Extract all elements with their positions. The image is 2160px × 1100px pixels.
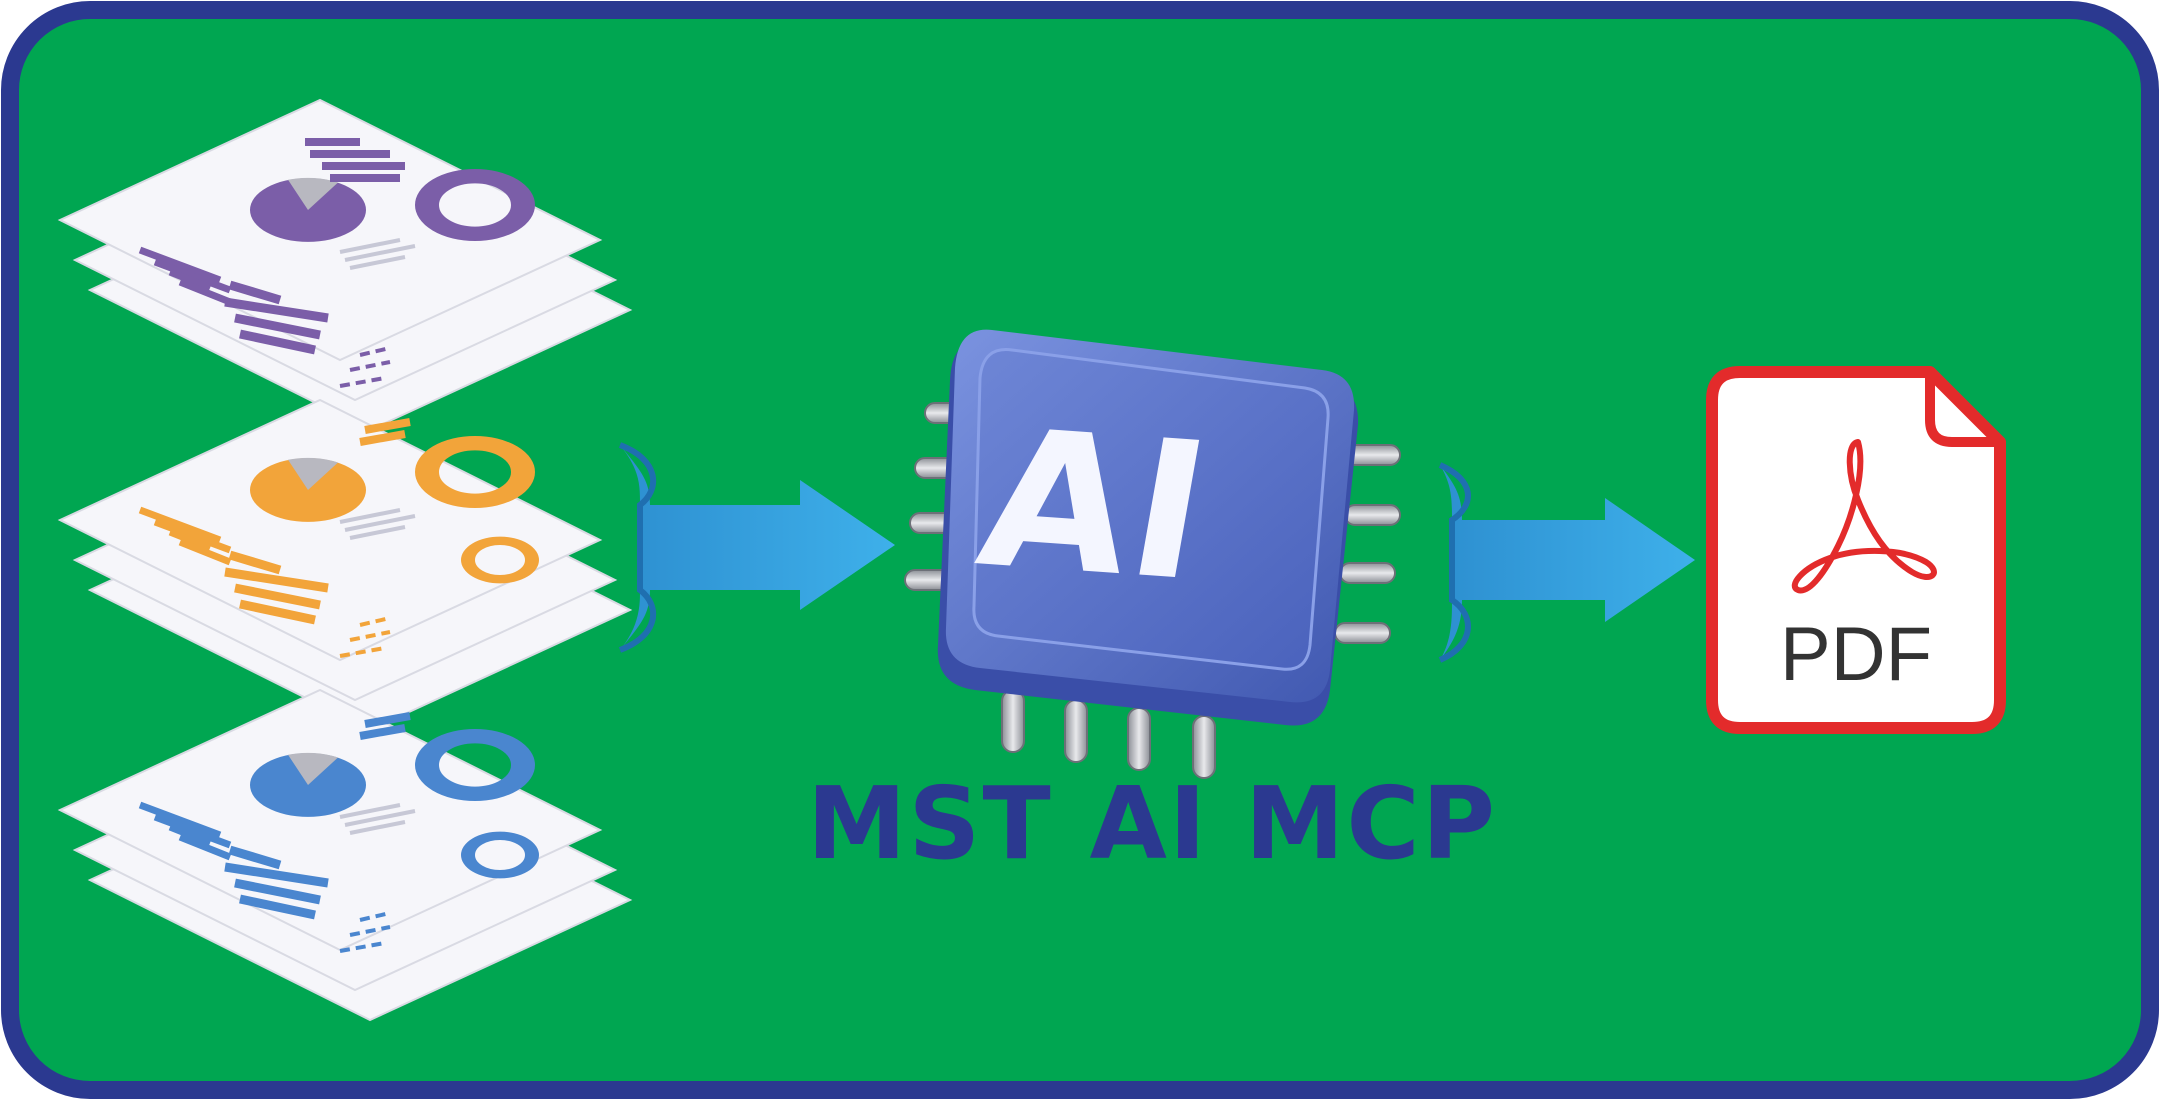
acrobat-logo-icon [1791,439,1937,594]
right-arrow-icon [618,442,895,653]
document-stack-icon [59,399,631,731]
pdf-label: PDF [1780,612,1932,697]
diagram-caption: MST AI MCP [807,765,1497,882]
right-arrow-icon [1438,462,1695,663]
ai-chip-icon: AI [904,329,1401,779]
chip-label: AI [965,388,1225,623]
document-stack-icon [59,689,631,1021]
document-stack-icon [59,99,631,431]
pdf-file-icon: PDF [1706,366,2006,734]
